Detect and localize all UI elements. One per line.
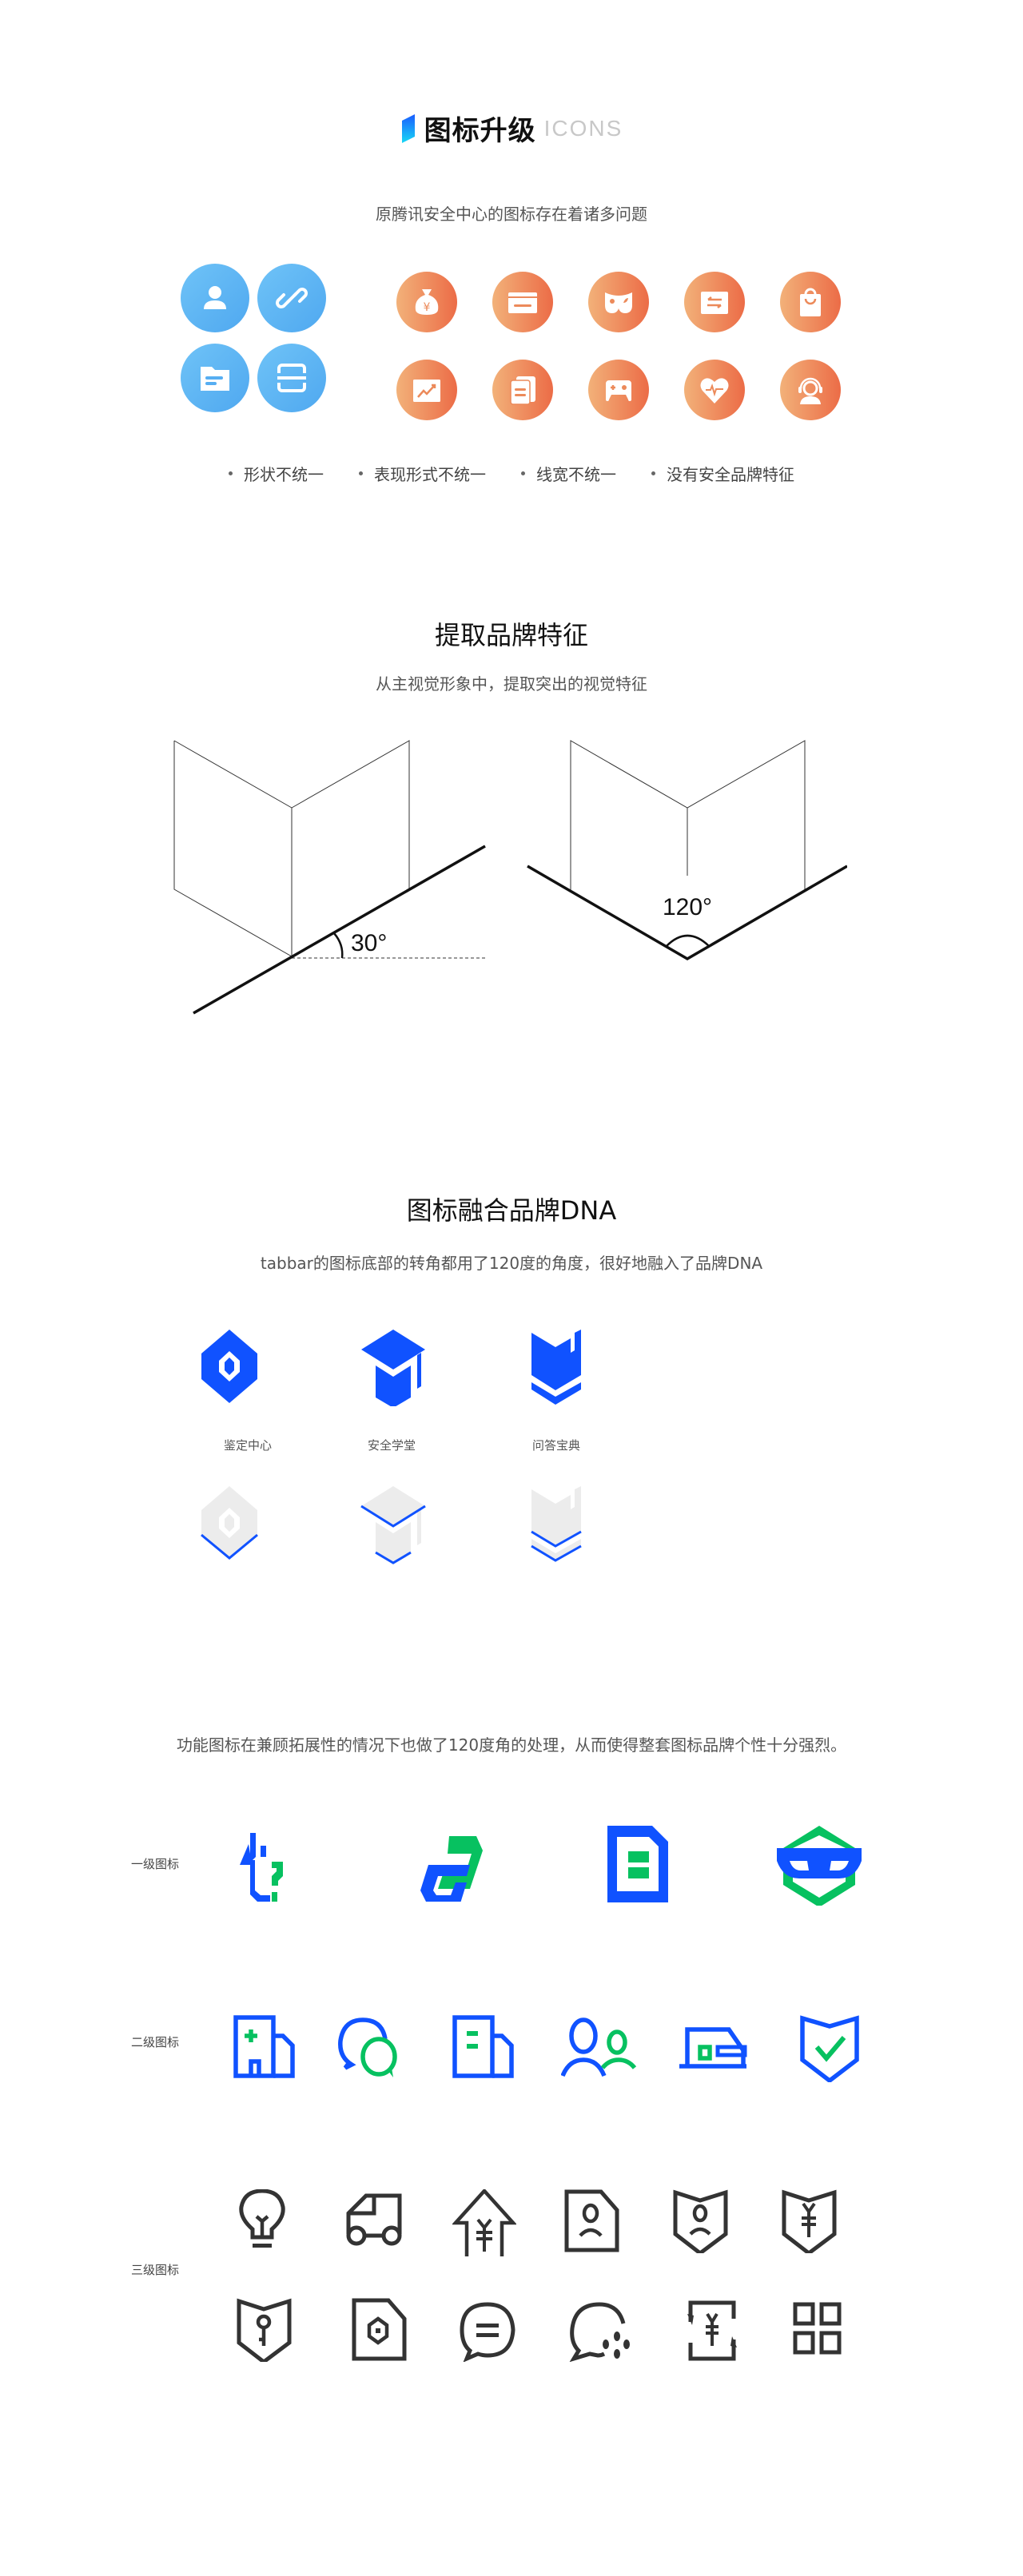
brand-mark-icon bbox=[401, 113, 415, 143]
problem-item: 形状不统一 bbox=[229, 462, 324, 485]
book-ghost-icon bbox=[531, 1486, 582, 1562]
level-3-label: 三级图标 bbox=[131, 2263, 180, 2277]
user-icon bbox=[204, 286, 226, 309]
mask-icon bbox=[605, 292, 632, 313]
hexagon-badge-icon bbox=[201, 1330, 257, 1403]
old-icon-chart-up bbox=[396, 360, 457, 420]
mask-shield-icon bbox=[777, 1826, 862, 1906]
tab-label-qa-handbook: 问答宝典 bbox=[531, 1438, 580, 1453]
lightbulb-icon bbox=[239, 2189, 285, 2248]
graduation-cap-ghost-icon bbox=[360, 1486, 426, 1564]
shield-yuan-icon bbox=[782, 2189, 837, 2253]
heart-pulse-icon bbox=[700, 378, 729, 403]
scan-icon bbox=[277, 364, 306, 392]
chat-lines-icon bbox=[460, 2302, 515, 2362]
book-icon bbox=[531, 1330, 581, 1405]
users-icon bbox=[561, 2017, 637, 2077]
dna-section-description: tabbar的图标底部的转角都用了120度的角度，很好地融入了品牌DNA bbox=[260, 1254, 763, 1273]
chat-share-icon bbox=[569, 2302, 630, 2362]
brand-section-description: 从主视觉形象中，提取突出的视觉特征 bbox=[376, 674, 647, 694]
problem-item: 没有安全品牌特征 bbox=[651, 462, 794, 485]
card-icon bbox=[508, 292, 537, 313]
grid-apps-icon bbox=[793, 2302, 842, 2355]
page-header: 图标升级 ICONS bbox=[0, 109, 1023, 148]
old-icon-folder bbox=[181, 344, 249, 412]
shield-key-icon bbox=[237, 2298, 292, 2362]
level-1-label: 一级图标 bbox=[131, 1857, 180, 1871]
level-2-label: 二级图标 bbox=[131, 2035, 180, 2049]
old-icon-money-bag: ¥ bbox=[396, 272, 457, 332]
problem-item: 线宽不统一 bbox=[521, 462, 616, 485]
problem-list: 形状不统一 表现形式不统一 线宽不统一 没有安全品牌特征 bbox=[0, 462, 1023, 485]
building-icon bbox=[452, 2015, 514, 2078]
shopping-bag-icon bbox=[800, 288, 821, 316]
gamepad-icon bbox=[606, 380, 631, 401]
isometric-120-diagram: 120° bbox=[527, 740, 847, 961]
document-icon bbox=[607, 1826, 668, 1902]
money-bag-icon: ¥ bbox=[415, 289, 439, 315]
old-icon-link bbox=[257, 264, 326, 332]
old-icon-mask bbox=[588, 272, 649, 332]
link-chain-icon bbox=[420, 1836, 483, 1902]
old-icon-card bbox=[492, 272, 553, 332]
old-icon-shopping-bag bbox=[780, 272, 841, 332]
old-icon-heart-pulse bbox=[684, 360, 745, 420]
isometric-30-diagram: 30° bbox=[173, 740, 486, 1015]
customer-service-icon bbox=[798, 377, 822, 404]
bullet-icon bbox=[359, 471, 363, 475]
old-icon-customer-service bbox=[780, 360, 841, 420]
bullet-icon bbox=[651, 471, 655, 475]
old-icon-transfer bbox=[684, 272, 745, 332]
chat-bubbles-icon bbox=[338, 2017, 397, 2077]
id-card-icon bbox=[564, 2189, 619, 2252]
phone-question-icon bbox=[240, 1833, 283, 1902]
dna-section-title: 图标融合品牌DNA bbox=[406, 1195, 617, 1226]
link-icon bbox=[276, 288, 308, 308]
doc-hexagon-icon bbox=[352, 2298, 407, 2361]
intro-description: 原腾讯安全中心的图标存在着诸多问题 bbox=[376, 205, 647, 224]
old-icon-documents bbox=[492, 360, 553, 420]
tab-label-identify-center: 鉴定中心 bbox=[223, 1438, 272, 1453]
hexagon-badge-ghost-icon bbox=[201, 1486, 258, 1560]
old-icon-gamepad bbox=[588, 360, 649, 420]
angle-30-label: 30° bbox=[351, 930, 387, 956]
bus-card-icon bbox=[679, 2027, 747, 2069]
truck-icon bbox=[346, 2193, 402, 2246]
brand-section-title: 提取品牌特征 bbox=[434, 620, 588, 650]
old-icon-scan bbox=[257, 344, 326, 412]
transfer-icon bbox=[701, 292, 728, 314]
yuan-exchange-icon bbox=[687, 2300, 737, 2361]
shield-user-icon bbox=[673, 2189, 728, 2253]
svg-text:¥: ¥ bbox=[424, 301, 431, 314]
documents-icon bbox=[510, 376, 535, 405]
bullet-icon bbox=[521, 471, 525, 475]
bullet-icon bbox=[229, 471, 233, 475]
angle-120-label: 120° bbox=[663, 894, 712, 920]
old-icon-user bbox=[181, 264, 249, 332]
problem-item: 表现形式不统一 bbox=[359, 462, 486, 485]
hospital-icon bbox=[233, 2015, 295, 2078]
graduation-cap-icon bbox=[361, 1330, 425, 1406]
tab-label-security-school: 安全学堂 bbox=[367, 1438, 416, 1453]
page-title: 图标升级 bbox=[424, 115, 536, 147]
yuan-up-icon bbox=[452, 2189, 516, 2256]
page-subtitle: ICONS bbox=[543, 115, 623, 141]
functional-description: 功能图标在兼顾拓展性的情况下也做了120度角的处理，从而使得整套图标品牌个性十分… bbox=[176, 1735, 847, 1755]
folder-icon bbox=[201, 367, 229, 391]
chart-up-icon bbox=[413, 380, 440, 402]
shield-check-icon bbox=[800, 2015, 859, 2082]
